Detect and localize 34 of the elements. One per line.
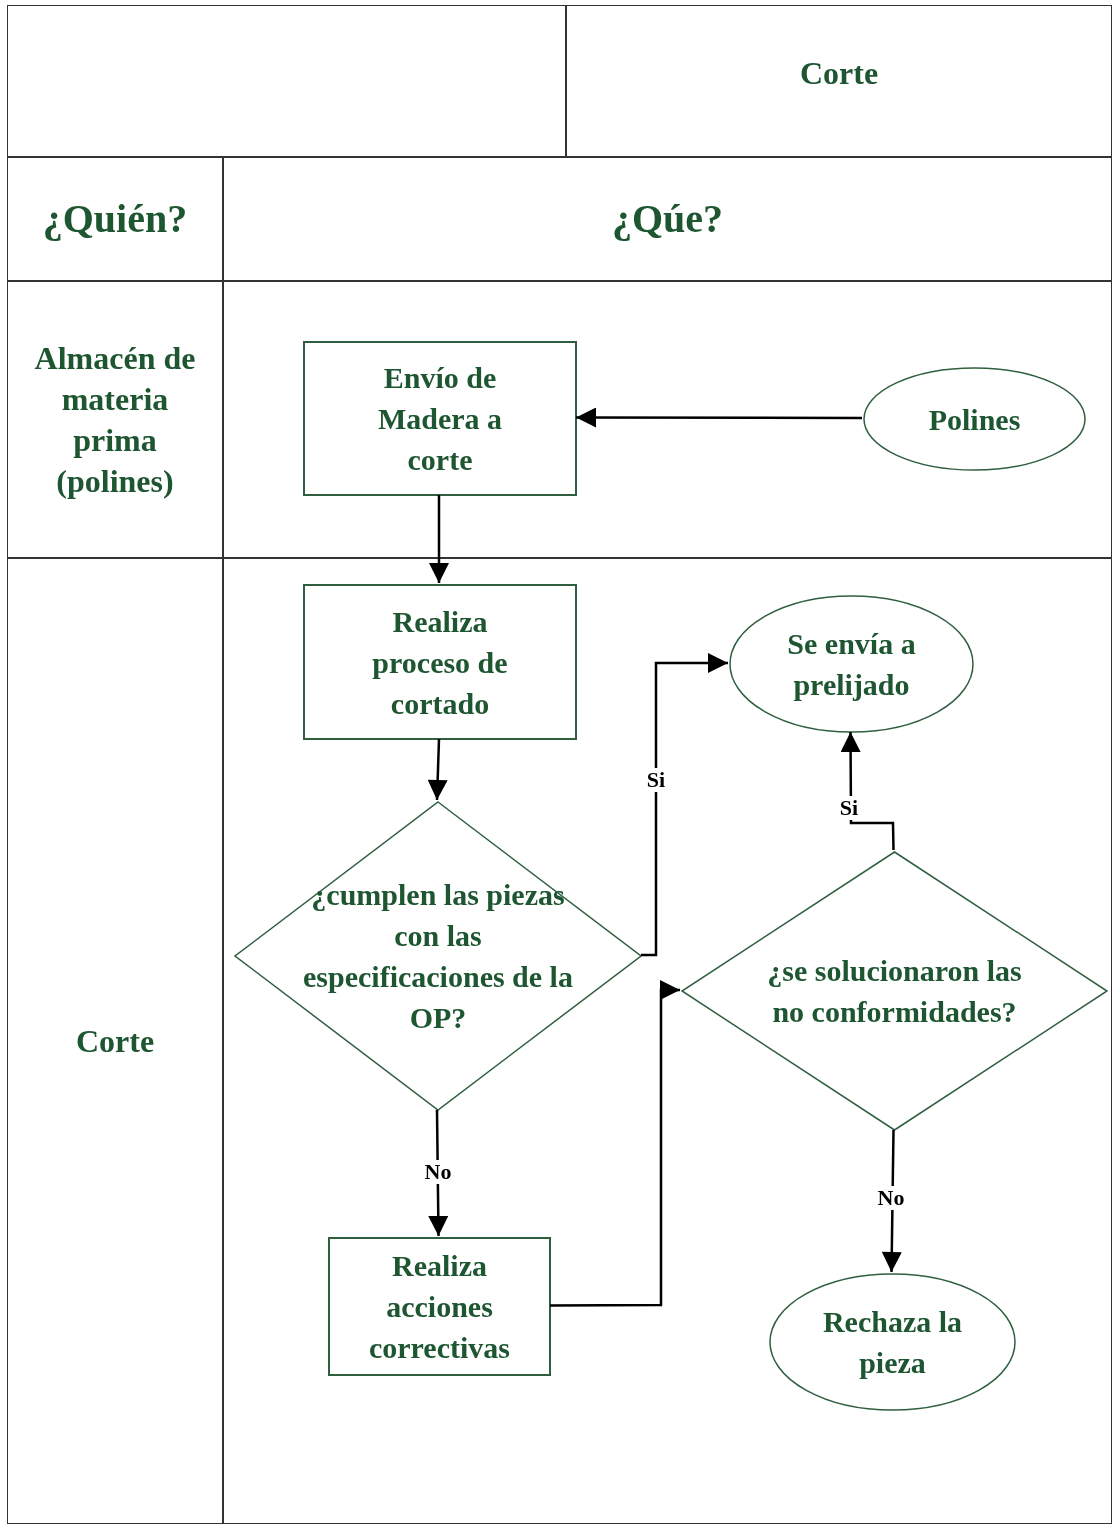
table-cell xyxy=(7,157,223,281)
arrow xyxy=(840,732,895,851)
process-box xyxy=(328,1237,551,1376)
cell-label: ¿Qúe? xyxy=(611,195,724,243)
process-box xyxy=(303,341,577,496)
edge-label: Si xyxy=(837,796,861,820)
arrow xyxy=(427,738,448,801)
cell-label: Corte xyxy=(799,54,879,93)
edge-label: No xyxy=(875,1186,907,1210)
edge-label: No xyxy=(422,1160,454,1184)
process-box xyxy=(303,584,577,740)
node-label: Rechaza la pieza xyxy=(821,1304,964,1381)
arrow xyxy=(576,407,862,428)
node-label: ¿cumplen las piezas con las especificaciones de la OP? xyxy=(302,877,574,1036)
table-cell xyxy=(566,5,1112,157)
table-cell xyxy=(7,281,223,558)
node-label: Realiza acciones correctivas xyxy=(367,1248,511,1366)
table-cell xyxy=(7,5,566,157)
node-label: ¿se solucionaron las no conformidades? xyxy=(766,953,1023,1030)
table-cell xyxy=(223,157,1112,281)
cell-label: ¿Quién? xyxy=(42,195,188,243)
arrow xyxy=(641,653,728,957)
node-label: Se envía a prelijado xyxy=(786,626,917,703)
edge-label: Si xyxy=(644,768,668,792)
arrow xyxy=(429,495,449,583)
node-label: Polines xyxy=(928,401,1021,438)
node-label: Envío de Madera a corte xyxy=(376,360,504,478)
cell-label: Almacén de materia prima (polines) xyxy=(33,338,197,501)
table-cell xyxy=(7,558,223,1524)
node-label: Realiza proceso de cortado xyxy=(371,603,509,722)
cell-label: Corte xyxy=(75,1022,155,1061)
table-cell xyxy=(223,558,1112,1524)
table-cell xyxy=(223,281,1112,558)
arrow xyxy=(550,980,680,1307)
